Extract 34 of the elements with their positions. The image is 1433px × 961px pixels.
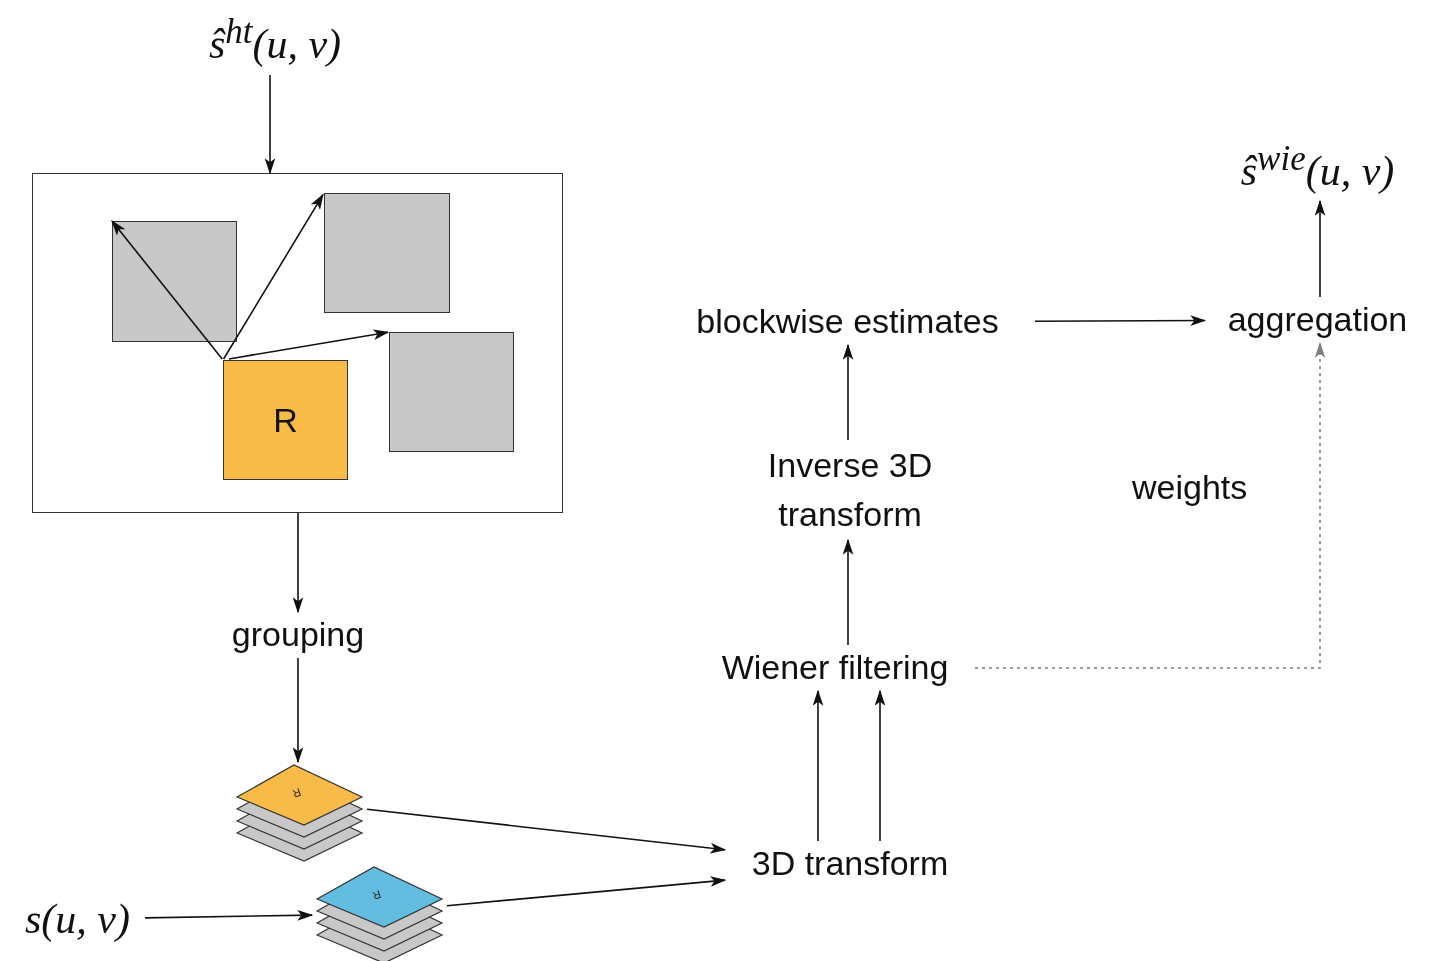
- arrow: [228, 329, 390, 360]
- arrow: [842, 343, 854, 441]
- block-label: R: [273, 400, 298, 440]
- arrow: [366, 808, 727, 854]
- block-label: R: [291, 786, 303, 800]
- formula: ŝ$^{ht}$(u, v): [208, 12, 342, 68]
- step-label: 3D transform: [751, 843, 949, 885]
- arrow: [974, 341, 1326, 669]
- step-label: blockwise estimates: [696, 301, 999, 343]
- arrow: [874, 689, 886, 842]
- arrow: [144, 910, 314, 921]
- arrow: [812, 689, 824, 842]
- arrow: [1314, 199, 1326, 298]
- step-label: Wiener filtering: [721, 647, 949, 689]
- arrow: [222, 193, 324, 360]
- matched-block: [389, 332, 514, 452]
- arrow: [292, 657, 304, 764]
- step-label: grouping: [231, 614, 365, 656]
- formula: ŝ$^{wie}$(u, v): [1240, 139, 1395, 195]
- step-label: aggregation: [1227, 299, 1408, 341]
- reference-block: [223, 360, 348, 480]
- formula: s(u, v): [25, 895, 130, 943]
- annotation-label: weights: [1132, 468, 1248, 507]
- matched-block: [324, 193, 450, 313]
- arrow: [1034, 315, 1207, 326]
- image-frame: [32, 173, 563, 513]
- arrow: [111, 219, 223, 360]
- block-label: R: [371, 888, 383, 902]
- step-label: Inverse 3D transform: [766, 444, 934, 535]
- arrow: [264, 74, 276, 175]
- arrow: [446, 876, 727, 907]
- matched-block: [112, 221, 237, 342]
- arrow: [292, 512, 304, 614]
- arrow: [842, 538, 854, 646]
